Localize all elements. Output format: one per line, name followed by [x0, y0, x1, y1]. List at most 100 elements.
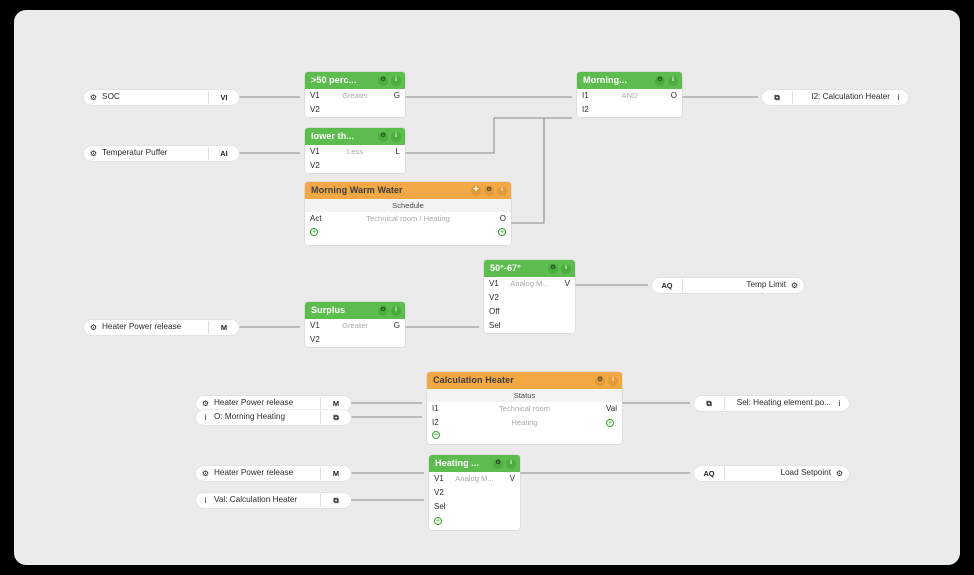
output-pill-label: Temp Limit	[746, 281, 786, 290]
add-output-button[interactable]: +	[606, 419, 614, 427]
node-port-row: Sel	[484, 319, 575, 333]
input-pill-label: Val: Calculation Heater	[214, 496, 298, 505]
gear-icon[interactable]: ⚙	[548, 263, 558, 274]
output-pill-label: Load Setpoint	[780, 469, 831, 478]
input-pill-val-calculation-heater[interactable]: i Val: Calculation Heater ⧉	[196, 493, 351, 508]
input-pill-label: Heater Power release	[214, 399, 294, 408]
output-pill-badge[interactable]: AQ	[652, 278, 683, 293]
node-temp-range-50-67[interactable]: 50°-67° ⚙ i V1 Analog M... V V2	[484, 260, 575, 333]
node-port-row: I1 Technical room Val	[427, 402, 622, 416]
add-input-button[interactable]: +	[432, 431, 440, 439]
node-header[interactable]: 50°-67° ⚙ i	[484, 260, 575, 277]
node-function-label-2: Heating	[511, 418, 538, 428]
output-pill-temp-limit[interactable]: AQ Temp Limit ⚙	[652, 278, 804, 293]
gear-icon: ⚙	[790, 280, 799, 290]
gear-icon[interactable]: ⚙	[493, 458, 503, 469]
move-icon[interactable]: ✚	[471, 185, 481, 196]
input-pill-badge[interactable]: M	[320, 396, 351, 411]
output-pill-badge[interactable]: ⧉	[762, 90, 793, 105]
node-header[interactable]: >50 perc... ⚙ i	[305, 72, 405, 89]
node-heating-analog[interactable]: Heating ... ⚙ i V1 Analog M... V V2	[429, 455, 520, 530]
info-icon: i	[897, 92, 900, 102]
port-label-input: I2	[582, 105, 589, 114]
output-pill-sel-heating-element[interactable]: ⧉ Sel: Heating element po... i	[694, 396, 849, 411]
node-port-row: V2	[305, 103, 405, 117]
gear-icon[interactable]: ⚙	[595, 375, 605, 386]
input-pill-heater-power-release-1[interactable]: ⚙ Heater Power release M	[84, 320, 239, 335]
port-label-input: Off	[489, 307, 500, 316]
output-pill-badge[interactable]: AQ	[694, 466, 725, 481]
input-pill-heater-power-release-2[interactable]: ⚙ Heater Power release M	[196, 396, 351, 411]
input-pill-soc[interactable]: ⚙ SOC VI	[84, 90, 239, 105]
gear-icon: ⚙	[201, 468, 210, 478]
gear-icon[interactable]: ⚙	[378, 75, 388, 86]
node-body: V1 Greater G V2	[305, 319, 405, 347]
input-pill-label: Temperatur Puffer	[102, 149, 168, 158]
node-morning-and[interactable]: Morning... ⚙ i I1 AND O I2	[577, 72, 682, 117]
node-function-label: AND	[621, 91, 638, 101]
node-header[interactable]: Surplus ⚙ i	[305, 302, 405, 319]
info-icon[interactable]: i	[668, 75, 678, 86]
logic-editor-canvas[interactable]: ⚙ SOC VI ⚙ Temperatur Puffer AI ⚙ Heater…	[14, 10, 960, 565]
port-label-output: G	[393, 91, 400, 100]
output-pill-load-setpoint[interactable]: AQ Load Setpoint ⚙	[694, 466, 849, 481]
output-pill-badge[interactable]: ⧉	[694, 396, 725, 411]
input-pill-heater-power-release-3[interactable]: ⚙ Heater Power release M	[196, 466, 351, 481]
add-output-button[interactable]: +	[498, 228, 506, 236]
gear-icon: ⚙	[89, 148, 98, 158]
gear-icon[interactable]: ⚙	[378, 131, 388, 142]
info-icon[interactable]: i	[497, 185, 507, 196]
gear-icon[interactable]: ⚙	[655, 75, 665, 86]
node-body: V1 Less L V2	[305, 145, 405, 173]
info-icon[interactable]: i	[561, 263, 571, 274]
port-label-input: V1	[489, 279, 499, 288]
node-surplus[interactable]: Surplus ⚙ i V1 Greater G V2	[305, 302, 405, 347]
input-pill-morning-heating[interactable]: i O: Morning Heating ⧉	[196, 410, 351, 425]
port-label-input: V2	[310, 335, 320, 344]
node-port-row: I2 Heating +	[427, 416, 622, 430]
add-input-button[interactable]: +	[434, 517, 442, 525]
node-function-label: Greater	[342, 321, 368, 331]
node-gt50-percent[interactable]: >50 perc... ⚙ i V1 Greater G V2	[305, 72, 405, 117]
node-morning-warm-water[interactable]: Morning Warm Water ✚ ⚙ i Schedule Act Te…	[305, 182, 511, 245]
input-pill-badge[interactable]: AI	[208, 146, 239, 161]
node-port-row: Sel	[429, 500, 520, 514]
port-label-output: V	[564, 279, 570, 288]
node-header[interactable]: Morning Warm Water ✚ ⚙ i	[305, 182, 511, 199]
node-function-label: Technical room	[498, 404, 551, 414]
port-label-input: V1	[310, 321, 320, 330]
output-pill-i2-calculation-heater[interactable]: ⧉ I2: Calculation Heater i	[762, 90, 908, 105]
node-header[interactable]: Calculation Heater ⚙ i	[427, 372, 622, 389]
info-icon[interactable]: i	[391, 131, 401, 142]
gear-icon[interactable]: ⚙	[378, 305, 388, 316]
input-pill-badge[interactable]: ⧉	[320, 493, 351, 508]
add-input-button[interactable]: +	[310, 228, 318, 236]
gear-icon[interactable]: ⚙	[484, 185, 494, 196]
node-header[interactable]: Heating ... ⚙ i	[429, 455, 520, 472]
info-icon[interactable]: i	[391, 75, 401, 86]
node-title: lower th...	[311, 132, 355, 141]
node-port-row: Act Technical room / Heating O	[305, 212, 511, 226]
node-port-row: V2	[305, 159, 405, 173]
input-pill-temperatur-puffer[interactable]: ⚙ Temperatur Puffer AI	[84, 146, 239, 161]
input-pill-badge[interactable]: ⧉	[320, 410, 351, 425]
node-header[interactable]: lower th... ⚙ i	[305, 128, 405, 145]
input-pill-badge[interactable]: VI	[208, 90, 239, 105]
input-pill-badge[interactable]: M	[208, 320, 239, 335]
port-label-input: V2	[310, 161, 320, 170]
node-port-row: V1 Analog M... V	[429, 472, 520, 486]
node-function-label: Analog M...	[510, 279, 549, 289]
node-title: >50 perc...	[311, 76, 357, 85]
node-calculation-heater[interactable]: Calculation Heater ⚙ i Status I1 Technic…	[427, 372, 622, 444]
port-label-input: V1	[310, 147, 320, 156]
info-icon[interactable]: i	[608, 375, 618, 386]
node-header[interactable]: Morning... ⚙ i	[577, 72, 682, 89]
node-lower-than[interactable]: lower th... ⚙ i V1 Less L V2	[305, 128, 405, 173]
node-title: Surplus	[311, 306, 346, 315]
input-pill-badge[interactable]: M	[320, 466, 351, 481]
info-icon[interactable]: i	[506, 458, 516, 469]
node-port-row: V2	[305, 333, 405, 347]
node-port-row: V1 Less L	[305, 145, 405, 159]
info-icon[interactable]: i	[391, 305, 401, 316]
port-label-output: O	[670, 91, 677, 100]
